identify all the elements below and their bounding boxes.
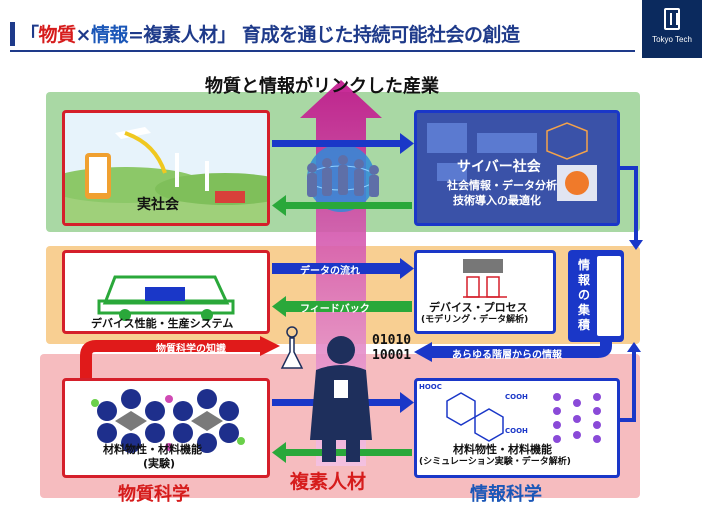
title-bracket-open: 「 bbox=[20, 24, 39, 46]
panel-cyber-society: サイバー社会 社会情報・データ分析 技術導入の最適化 bbox=[414, 110, 620, 226]
battery-icon bbox=[145, 287, 185, 301]
device-performance-label: デバイス性能・生産システム bbox=[91, 317, 234, 330]
title-bar: 「物質×情報=複素人材」 育成を通じた持続可能社会の創造 bbox=[0, 0, 710, 52]
arrow-cyber-to-real bbox=[272, 195, 412, 216]
signal-icon bbox=[124, 131, 167, 174]
real-society-label: 実社会 bbox=[137, 197, 179, 213]
university-emblem-icon bbox=[664, 8, 680, 30]
info-collection-label: 情報の集積 bbox=[578, 258, 591, 332]
chemical-structure-illustration bbox=[446, 392, 601, 443]
binary-code: 01010 10001 bbox=[372, 333, 411, 363]
device-header-icon bbox=[463, 259, 503, 273]
device-process-illustration bbox=[463, 259, 507, 298]
car-battery-illustration bbox=[97, 275, 235, 321]
title-equals: = bbox=[127, 24, 144, 46]
radar-chart-icon bbox=[546, 122, 588, 160]
title-word-info: 情報 bbox=[90, 24, 129, 46]
binary-line-2: 10001 bbox=[372, 348, 412, 363]
real-society-illustration bbox=[65, 127, 267, 223]
graduate-person-icon bbox=[310, 336, 372, 462]
industry-heading: 物質と情報がリンクした産業 bbox=[205, 76, 439, 97]
logo-text: Tokyo Tech bbox=[652, 35, 692, 44]
server-rack-icon bbox=[597, 256, 621, 336]
title-cross: × bbox=[75, 24, 92, 46]
molecule-icon bbox=[97, 389, 239, 453]
device-process-label2: (モデリング・データ解析) bbox=[421, 315, 529, 325]
arrow-sim-to-collection bbox=[620, 342, 641, 422]
title-bracket-close: 」 bbox=[217, 24, 236, 46]
knowledge-label: 物質科学の知識 bbox=[156, 344, 226, 355]
molecule-illustration bbox=[91, 389, 245, 453]
neural-network-icon bbox=[553, 393, 601, 443]
cyber-society-illustration bbox=[417, 113, 617, 223]
title-word-talent: 複素人材 bbox=[143, 24, 218, 46]
airplane-icon bbox=[115, 127, 151, 139]
people-silhouette-icon bbox=[307, 155, 379, 197]
panel-device-process: デバイス・プロセス (モデリング・データ解析) bbox=[414, 250, 556, 334]
arrow-real-to-cyber bbox=[272, 133, 414, 154]
panel-material-experiment: 材料物性・材料機能 (実験) bbox=[62, 378, 270, 478]
chem-label-right1: COOH bbox=[505, 393, 528, 401]
material-simulation-label1: 材料物性・材料機能 bbox=[453, 443, 552, 456]
tokyo-tech-logo: Tokyo Tech bbox=[642, 0, 702, 58]
feedback-label: フィードバック bbox=[300, 304, 370, 315]
arrow-cyber-to-collection bbox=[620, 166, 643, 250]
arrow-data-flow bbox=[272, 258, 414, 279]
arrow-feedback bbox=[272, 296, 412, 317]
cyber-society-sub1: 社会情報・データ分析 bbox=[447, 179, 557, 192]
arrow-all-levels bbox=[414, 342, 612, 362]
panel-device-performance: デバイス性能・生産システム bbox=[62, 250, 270, 334]
page-title: 「物質×情報=複素人材」 育成を通じた持続可能社会の創造 bbox=[20, 20, 520, 47]
device-process-label1: デバイス・プロセス bbox=[429, 301, 528, 314]
title-word-material: 物質 bbox=[38, 24, 77, 46]
data-flow-label: データの流れ bbox=[300, 266, 360, 277]
train-icon bbox=[215, 191, 245, 203]
chemical-structure-icon bbox=[446, 392, 504, 442]
chem-label-right2: COOH bbox=[505, 427, 528, 435]
pie-chart-icon bbox=[565, 171, 589, 195]
chem-label-left: HOOC bbox=[419, 383, 442, 391]
all-levels-label: あらゆる階層からの情報 bbox=[452, 350, 562, 361]
title-accent-bar bbox=[10, 22, 15, 46]
material-science-label: 物質科学 bbox=[118, 484, 190, 505]
material-simulation-label2: (シミュレーション実験・データ解析) bbox=[419, 457, 571, 467]
material-experiment-label1: 材料物性・材料機能 bbox=[103, 443, 202, 456]
complex-talent-label: 複素人材 bbox=[290, 471, 367, 493]
car-icon bbox=[102, 275, 230, 305]
arrow-knowledge bbox=[80, 336, 280, 378]
panel-real-society: 実社会 bbox=[62, 110, 270, 226]
title-underline bbox=[10, 50, 635, 52]
title-rest: 育成を通じた持続可能社会の創造 bbox=[242, 24, 520, 46]
panel-material-simulation: HOOC COOH COOH 材料物性・材料機能 (シミュレーション実験・データ… bbox=[414, 378, 620, 478]
cyber-society-sub2: 技術導入の最適化 bbox=[453, 194, 541, 207]
flask-icon bbox=[280, 326, 304, 369]
binary-line-1: 01010 bbox=[372, 333, 412, 348]
information-science-label: 情報科学 bbox=[470, 484, 542, 505]
material-experiment-label2: (実験) bbox=[143, 457, 176, 470]
cyber-society-label: サイバー社会 bbox=[457, 159, 541, 175]
